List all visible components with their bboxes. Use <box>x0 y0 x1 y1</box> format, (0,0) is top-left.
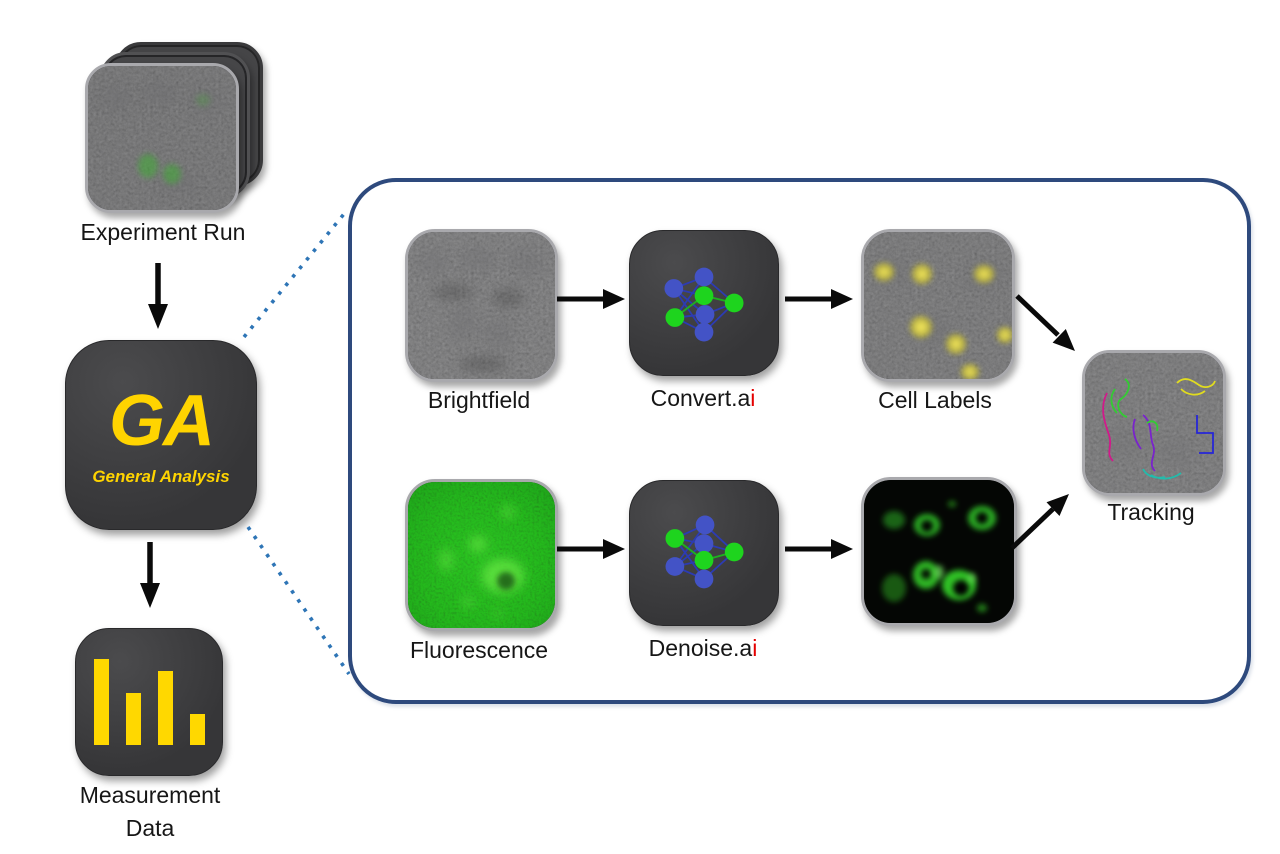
convert-ai-tile <box>629 230 779 376</box>
image-stack-icon <box>85 42 265 213</box>
convert-ai-label-base: Convert.a <box>650 385 751 411</box>
neural-network-icon <box>665 515 744 589</box>
arrow-right-icon <box>785 289 853 309</box>
arrow-diagonal-up-icon <box>1010 494 1069 550</box>
arrow-down-icon <box>148 263 168 329</box>
arrow-right-icon <box>557 289 625 309</box>
tracking-label: Tracking <box>1107 499 1195 525</box>
cell-labels-label: Cell Labels <box>878 387 992 413</box>
dotted-connector-top <box>242 207 350 339</box>
arrow-right-icon <box>785 539 853 559</box>
experiment-run-image <box>85 63 239 213</box>
denoise-ai-label-suffix: i <box>752 635 758 661</box>
denoise-ai-label: Denoise.ai <box>603 634 803 664</box>
convert-ai-label-suffix: i <box>750 385 756 411</box>
convert-ai-label: Convert.ai <box>603 384 803 414</box>
measurement-data-tile <box>75 628 223 776</box>
ga-subtitle-text: General Analysis <box>92 467 230 486</box>
arrow-diagonal-down-icon <box>1015 294 1075 351</box>
brightfield-label: Brightfield <box>427 387 531 413</box>
cell-labels-image <box>861 229 1015 382</box>
denoise-ai-label-base: Denoise.a <box>648 635 753 661</box>
brightfield-image <box>405 229 558 382</box>
measurement-data-label: Measurement Data <box>79 782 221 842</box>
fluorescence-label: Fluorescence <box>409 637 549 663</box>
arrow-right-icon <box>557 539 625 559</box>
neural-network-icon <box>664 267 744 342</box>
arrow-down-icon <box>140 542 160 608</box>
denoised-output-image <box>861 477 1017 626</box>
ga-app-tile: GA General Analysis <box>65 340 257 530</box>
fluorescence-image <box>405 479 558 631</box>
workflow-panel <box>348 178 1251 704</box>
bar-chart-icon <box>93 659 205 745</box>
tracking-image <box>1082 350 1226 496</box>
dotted-connector-bottom <box>246 525 351 676</box>
ga-abbr-text: GA <box>109 381 215 461</box>
experiment-run-label: Experiment Run <box>80 219 246 245</box>
denoise-ai-tile <box>629 480 779 626</box>
